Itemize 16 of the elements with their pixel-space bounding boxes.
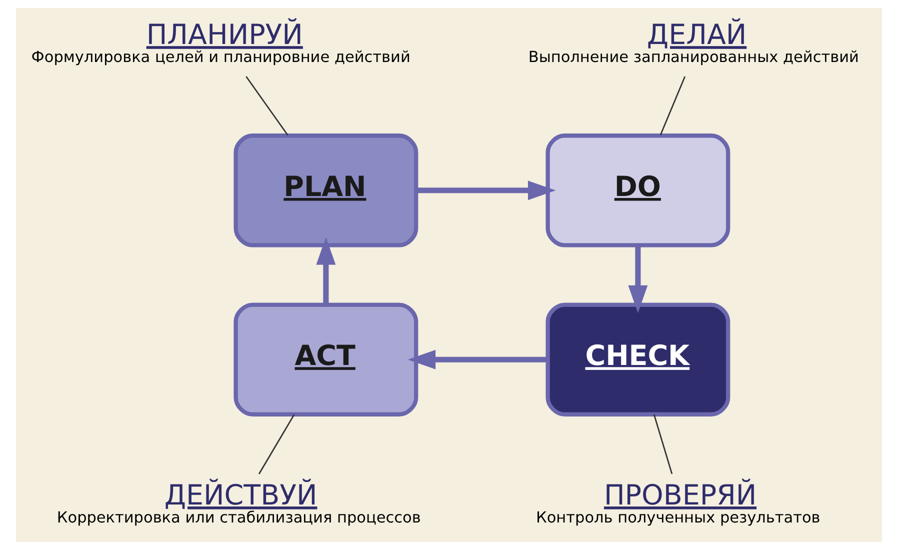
node-box: ACT bbox=[234, 302, 418, 416]
node-text: ПЛАНИРУЙ Формулировка целей и планировние действий bbox=[31, 18, 410, 66]
node-text: ДЕЛАЙ Выполнение запланированных действий bbox=[528, 18, 859, 66]
arrow bbox=[416, 180, 556, 200]
connector bbox=[660, 76, 686, 136]
arrow bbox=[628, 245, 648, 314]
connector bbox=[246, 76, 288, 136]
node-box: DO bbox=[546, 134, 730, 248]
node-text: ПРОВЕРЯЙ Контроль полученных результатов bbox=[536, 478, 820, 526]
node-box: CHECK bbox=[546, 302, 730, 416]
node-text: ДЕЙСТВУЙ Корректировка или стабилизация процессов bbox=[56, 478, 421, 526]
arrow bbox=[316, 236, 336, 305]
arrow bbox=[408, 350, 548, 370]
connector bbox=[258, 414, 295, 474]
node-box: PLAN bbox=[234, 134, 418, 248]
connector bbox=[653, 414, 673, 474]
